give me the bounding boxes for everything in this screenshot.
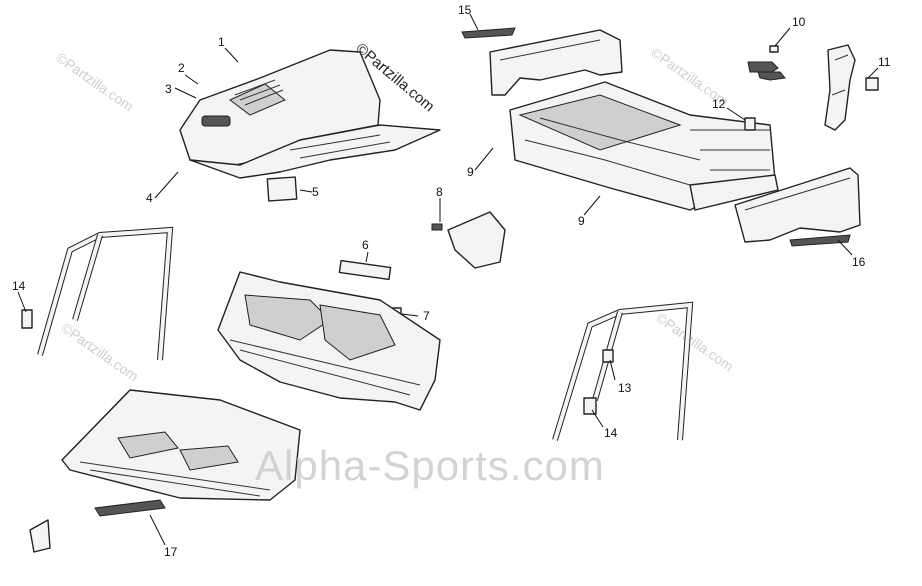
callout-17: 17: [164, 545, 178, 559]
bracket-10: [747, 45, 786, 81]
floor-panel: [61, 389, 301, 501]
hinge-11: [824, 44, 879, 131]
callout-10: 10: [792, 15, 806, 29]
callout-15: 15: [458, 3, 472, 17]
watermark-partzilla: ©Partzilla.com: [58, 319, 141, 384]
watermark-alpha-sports: Alpha-Sports.com: [255, 442, 605, 489]
callout-16: 16: [852, 255, 866, 269]
watermark-partzilla: ©Partzilla.com: [653, 309, 736, 374]
hood-assembly: [179, 49, 441, 179]
callout-2: 2: [178, 61, 185, 75]
callout-9b: 9: [578, 214, 585, 228]
callout-14b: 14: [604, 426, 618, 440]
callout-14: 14: [12, 279, 26, 293]
callout-5: 5: [312, 185, 319, 199]
callout-1: 1: [218, 35, 225, 49]
dashboard-frame: [217, 271, 441, 411]
callout-4: 4: [146, 191, 153, 205]
leader-lines: [17, 13, 879, 546]
clip-12: [744, 117, 756, 131]
callout-3: 3: [165, 82, 172, 96]
callout-12: 12: [712, 97, 726, 111]
rops-right: [552, 301, 694, 441]
side-panel-16: [734, 167, 861, 247]
cargo-box-9: [509, 81, 779, 211]
callout-13: 13: [618, 381, 632, 395]
callout-6: 6: [362, 238, 369, 252]
label-6: [338, 259, 392, 281]
callout-labels: 1 2 3 4 5 6 7 8 9 9 10 11 12 13 14 14 15…: [12, 3, 891, 559]
part-17-items: [29, 499, 166, 553]
rops-left: [21, 226, 174, 361]
callout-11: 11: [878, 55, 891, 69]
callout-8: 8: [436, 185, 443, 199]
watermark-partzilla: ©Partzilla.com: [53, 49, 136, 114]
cover-8: [431, 211, 506, 269]
callout-7: 7: [423, 309, 430, 323]
label-plate-5: [266, 176, 298, 202]
rear-panel-15: [461, 27, 623, 96]
callout-9: 9: [467, 165, 474, 179]
